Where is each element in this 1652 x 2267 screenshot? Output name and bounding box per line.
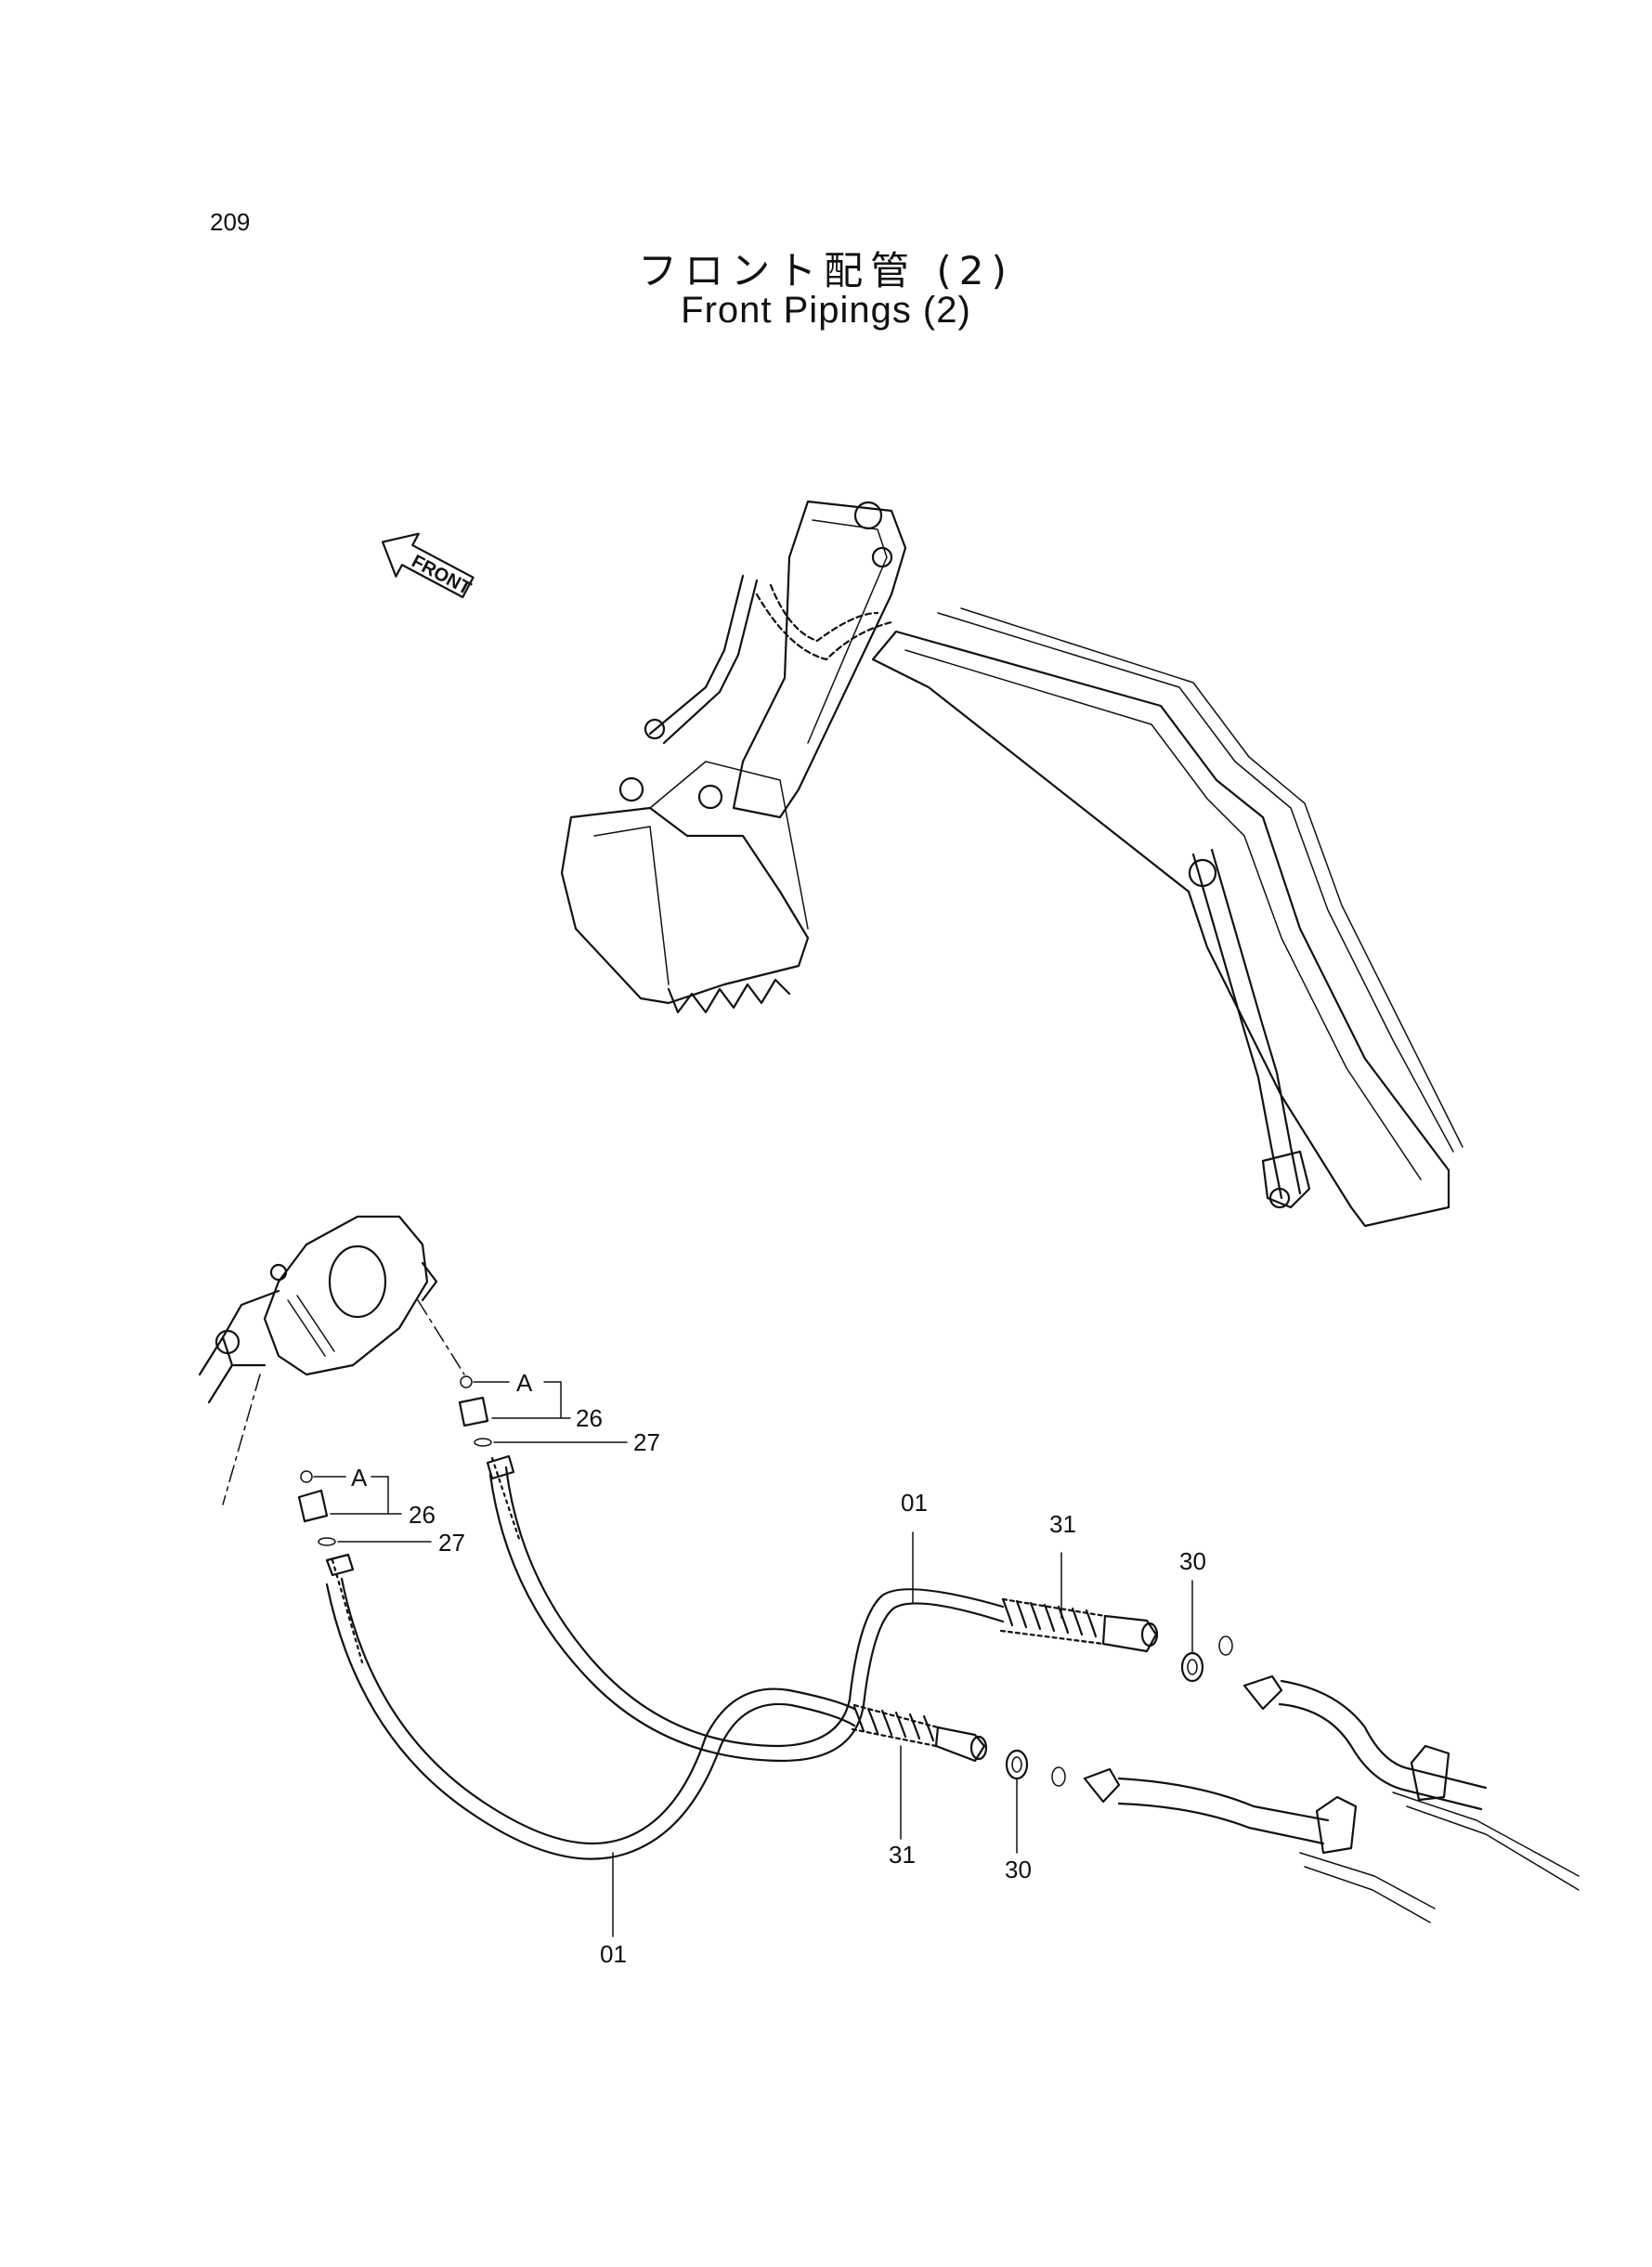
callout-31-lower: 31 [889, 1841, 916, 1869]
callout-26-upper: 26 [576, 1404, 603, 1432]
leader-lines [612, 1531, 1193, 1937]
lower-hose [325, 1553, 988, 1860]
callout-01-lower: 01 [600, 1940, 627, 1968]
callout-a-upper: A [516, 1369, 533, 1397]
callout-01-upper: 01 [901, 1489, 928, 1517]
upper-hose [486, 1454, 1159, 1763]
title-japanese: フロント配管 (2) [638, 248, 1014, 293]
page-number: 209 [210, 208, 251, 236]
title-english: Front Pipings (2) [681, 290, 971, 331]
spring-sleeves [852, 1597, 1098, 1742]
callout-30-lower: 30 [1005, 1856, 1032, 1883]
front-arrow-icon: FRONT [381, 532, 475, 599]
callout-31-upper: 31 [1049, 1510, 1076, 1538]
lower-fitting-group: A 26 27 [297, 1464, 465, 1557]
cylinder-head-illustration [198, 1215, 465, 1505]
callout-26-lower: 26 [409, 1501, 436, 1529]
callout-27-lower: 27 [438, 1529, 465, 1557]
seal-rings [1005, 1635, 1233, 1787]
upper-fitting-group: A 26 27 [458, 1369, 660, 1456]
callout-30-upper: 30 [1179, 1547, 1206, 1575]
rigid-pipes [1083, 1674, 1580, 1923]
excavator-front-illustration [560, 500, 1463, 1228]
front-arrow-label: FRONT [409, 551, 475, 599]
callout-27-upper: 27 [633, 1428, 660, 1456]
callout-a-lower: A [351, 1464, 368, 1492]
